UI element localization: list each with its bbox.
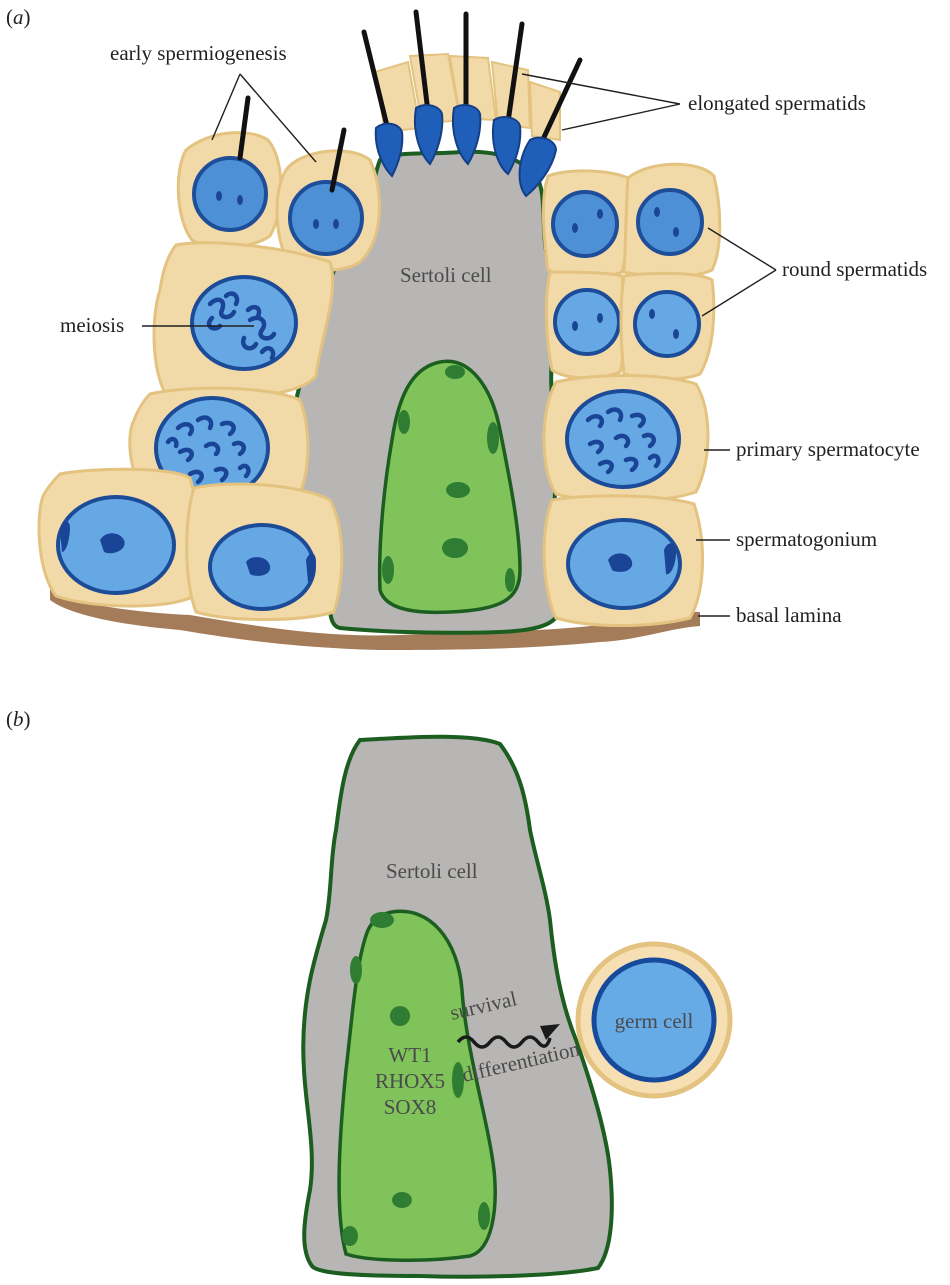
sertoli-chromatin-spot <box>487 422 499 454</box>
primary-spermatocyte-right <box>544 376 708 502</box>
sertoli-chromatin-spot <box>392 1192 412 1208</box>
sertoli-chromatin-spot <box>382 556 394 584</box>
sertoli-chromatin-spot <box>478 1202 490 1230</box>
label-spermatogonium: spermatogonium <box>736 527 877 551</box>
label-sertoli-cell-b: Sertoli cell <box>386 859 478 883</box>
sertoli-chromatin-spot <box>445 365 465 379</box>
label-basal-lamina: basal lamina <box>736 603 842 627</box>
sertoli-chromatin-spot <box>446 482 470 498</box>
label-sertoli-cell-a: Sertoli cell <box>400 263 492 287</box>
early-spermiogenesis-cell <box>178 98 281 247</box>
sertoli-chromatin-spot <box>505 568 515 592</box>
sertoli-chromatin-spot <box>398 410 410 434</box>
meiosis-cell <box>154 243 333 400</box>
panel-a-label: (a) <box>6 5 31 29</box>
label-germ-cell: germ cell <box>615 1009 694 1033</box>
label-early-spermiogenesis: early spermiogenesis <box>110 41 287 65</box>
sertoli-chromatin-spot <box>390 1006 410 1026</box>
label-meiosis: meiosis <box>60 313 124 337</box>
sertoli-chromatin-spot <box>442 538 468 558</box>
early-spermiogenesis-cell <box>277 130 379 270</box>
round-spermatid-cell <box>624 164 720 277</box>
round-spermatid-cell <box>546 272 624 378</box>
label-round-spermatids: round spermatids <box>782 257 927 281</box>
sertoli-chromatin-spot <box>370 912 394 928</box>
label-factor-rhox5: RHOX5 <box>375 1069 445 1093</box>
spermatogonium-right <box>544 496 702 626</box>
label-elongated-spermatids: elongated spermatids <box>688 91 866 115</box>
panel-b-label: (b) <box>6 707 31 731</box>
sertoli-chromatin-spot <box>342 1226 358 1246</box>
label-primary-spermatocyte: primary spermatocyte <box>736 437 920 461</box>
label-factor-sox8: SOX8 <box>384 1095 437 1119</box>
label-factor-wt1: WT1 <box>388 1043 431 1067</box>
round-spermatid-cell <box>621 273 714 379</box>
sertoli-chromatin-spot <box>350 956 362 984</box>
spermatogonium-left-1 <box>39 469 197 606</box>
round-spermatid-cell <box>543 171 628 277</box>
spermatogonium-left-2 <box>187 484 342 620</box>
